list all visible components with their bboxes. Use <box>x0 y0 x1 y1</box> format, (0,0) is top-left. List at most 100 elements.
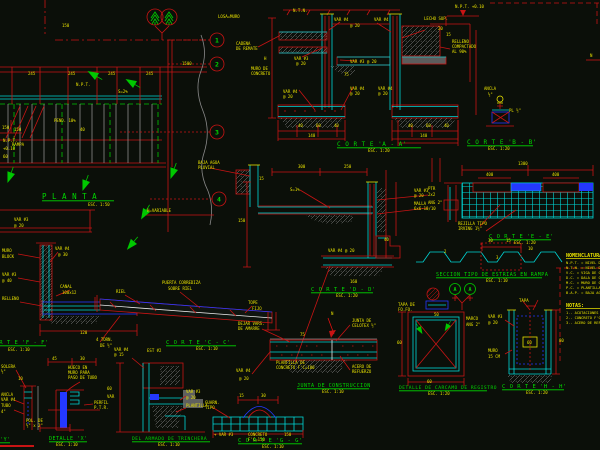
dim-label: 400 <box>552 172 560 177</box>
dim-label: MURO DE <box>251 66 268 71</box>
dim-label: 3 <box>496 255 499 260</box>
dim-label: @ 20 <box>350 23 360 28</box>
detail-carcamo <box>398 267 600 386</box>
title-corte-e: C O R T E 'E - E' <box>489 234 554 240</box>
dim-label: PUERTA CORREDIZA <box>162 280 201 285</box>
dim-label: @ 20 <box>350 91 360 96</box>
grid-bubble <box>209 124 225 140</box>
dim-label: @ 15 <box>114 352 124 357</box>
section-arrow-icon <box>123 233 142 253</box>
legend-row: D.C. = DALA DE CERRAMIENTO <box>566 276 600 280</box>
view-marker-letter: A <box>468 287 471 293</box>
dim-label: 40 <box>384 237 389 242</box>
dim-label: ANCLA <box>1 392 14 397</box>
dim-label: 60 <box>107 386 112 391</box>
dim-label: MURO <box>2 248 12 253</box>
level-marker-icon <box>460 10 466 16</box>
dim-label: CANAL <box>60 284 73 289</box>
dim-label: VAR <box>107 394 115 399</box>
dim-label: 6x6-10/10 <box>414 206 436 211</box>
title-carcamo: DETALLE DE CARCAMO DE REGISTRO <box>399 385 497 391</box>
dim-label: LECHO SUP. <box>424 16 448 21</box>
detail-planta <box>0 0 214 253</box>
title-corte-g: C O R T E 'G - G' <box>238 438 303 444</box>
dim-label: REJILLA TIPO <box>458 221 487 226</box>
dim-label: + VAR #3 <box>214 432 234 437</box>
dim-label: BLOCK <box>2 254 15 259</box>
dim-label: P.T.R. <box>94 405 108 410</box>
dim-label: MURO <box>488 348 498 353</box>
dim-label: TIPO <box>205 405 215 410</box>
dim-label: @ 40 <box>2 278 12 283</box>
dim-label: 140 <box>420 133 428 138</box>
dim-label: +0.10 <box>3 146 16 151</box>
scale-label: ESC. 1:10 <box>158 442 180 447</box>
dim-label: 60 <box>316 123 321 128</box>
grid-bubble <box>211 191 227 207</box>
dim-label: REFUERZO <box>352 369 372 374</box>
dim-label: 40 <box>444 123 449 128</box>
detail-corte-d <box>209 164 429 363</box>
dim-label: 15 <box>239 393 244 398</box>
legend-row: M.C. = MURO DE CONTENCION <box>566 281 600 285</box>
dim-label: @ 30 <box>58 252 68 257</box>
scale-label: ESC. 1:10 <box>322 389 344 394</box>
dim-label: 250 <box>344 164 352 169</box>
dim-label: @ 20 <box>488 320 498 325</box>
dim-label: S=2% <box>118 89 128 94</box>
dim-label: ACERO DE <box>352 364 372 369</box>
dim-label: 30 <box>80 356 85 361</box>
dim-label: 50 <box>434 312 439 317</box>
dim-label: 1500 <box>182 61 192 66</box>
dim-label: VAR #4 <box>378 86 393 91</box>
dim-label: 2x2 <box>428 192 436 197</box>
view-marker-tick <box>452 295 458 301</box>
dim-label: 75 <box>344 72 349 77</box>
scale-label: ESC. 1:10 <box>196 346 218 351</box>
dim-label: EST #2 <box>147 348 162 353</box>
dim-label: VAR #4 <box>1 397 16 402</box>
dim-label: N.P.T. +0.10 <box>455 4 484 9</box>
view-arrow-icon <box>442 319 454 333</box>
dim-label: 15 <box>259 176 264 181</box>
dim-label: H=VARIABLE <box>147 208 172 213</box>
dim-label: 160 <box>350 279 358 284</box>
dim-label: TOPE <box>248 300 258 305</box>
grid-bubble-number: 4 <box>217 195 221 203</box>
section-arrow-icon <box>3 165 18 185</box>
legend-row: N.P.T. = NIVEL DE PISO TERMINADO <box>566 261 600 265</box>
dim-label: 75 <box>300 332 305 337</box>
title-corte-b: C O R T E 'B - B' <box>467 139 537 146</box>
dim-label: PERFIL <box>94 400 109 405</box>
detail-corte-h <box>504 299 560 383</box>
dim-label: IRVING 1½" <box>458 226 482 231</box>
dim-label: CELOTEX ½" <box>352 323 376 328</box>
notes-row: 1.- ACOTACIONES EN CENTIMETROS <box>566 311 600 315</box>
dim-label: 10 <box>528 246 533 251</box>
dim-label: COMPACTADO <box>452 44 477 49</box>
dim-label: DE REMATE <box>236 46 258 51</box>
dim-label: DEJAR VARS. <box>238 321 265 326</box>
title-planta: P L A N T A <box>42 192 97 201</box>
grid-bubble-number: 3 <box>215 128 219 136</box>
dim-label: POL. DE <box>26 418 43 423</box>
dim-label: DE ½" <box>100 343 112 348</box>
dim-label: H <box>264 56 267 61</box>
dim-label: VAR #4 <box>350 86 365 91</box>
grid-bubble <box>209 56 225 72</box>
dim-label: DE AMARRE <box>238 326 260 331</box>
legend-row: V.C. = VIGA DE CIMENTACION <box>566 271 600 275</box>
dim-label: TUBO <box>1 403 11 408</box>
dim-label: 4" <box>1 409 6 414</box>
scale-label: ESC. 1:20 <box>526 390 548 395</box>
detail-corte-c <box>94 291 280 331</box>
dim-label: VAR #3 <box>186 389 201 394</box>
dim-label: VAR #3 <box>414 188 429 193</box>
dim-label: MARCO <box>466 316 479 321</box>
dim-label: @ 20 <box>414 193 424 198</box>
scale-label: ESC. 1:20 <box>488 146 510 151</box>
dim-label: @ 20 <box>378 91 388 96</box>
scale-label: ESC. 1:20 <box>368 148 390 153</box>
